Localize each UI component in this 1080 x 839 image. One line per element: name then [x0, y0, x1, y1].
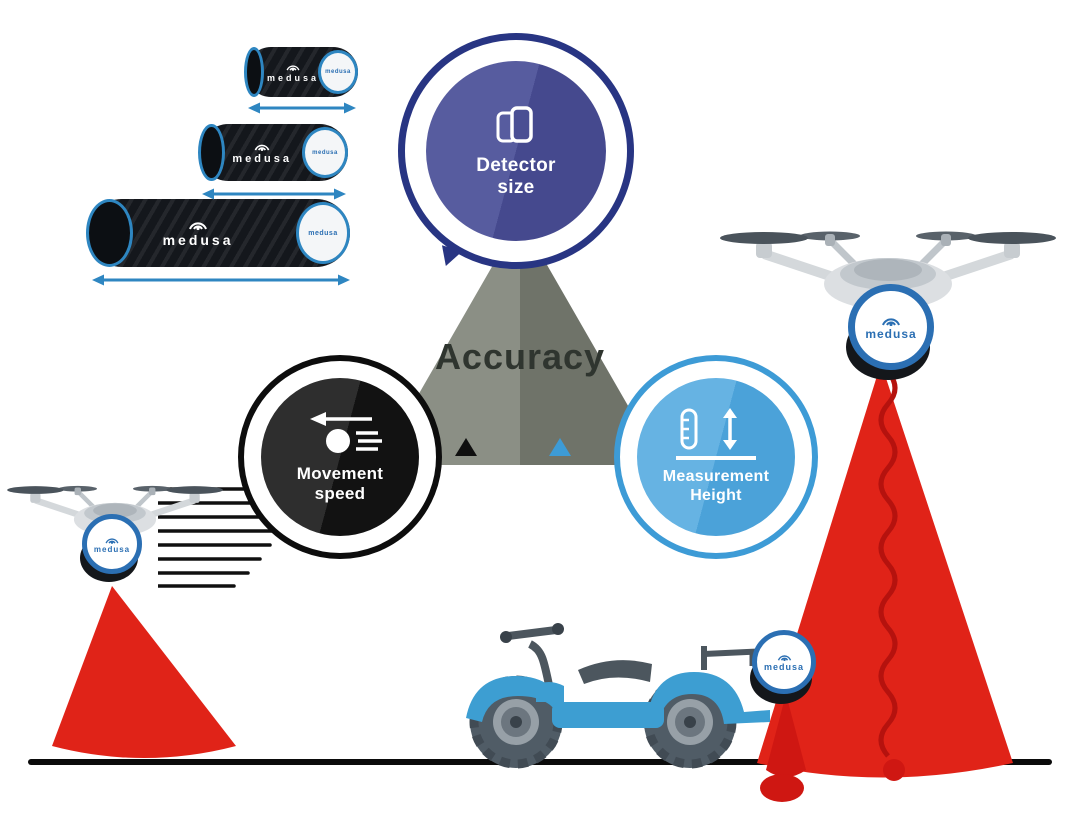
left-drone-beam-cone — [52, 586, 236, 758]
wifi-arcs-icon — [882, 317, 900, 326]
wifi-arcs-icon — [286, 64, 300, 71]
medusa-probe-quad: medusa — [750, 630, 816, 704]
wifi-arcs-icon — [777, 655, 791, 661]
detector-cylinder-large: medusa medusa — [86, 199, 350, 267]
probe-face: medusa — [848, 284, 934, 370]
node-label-line1: Detector — [476, 154, 556, 176]
accuracy-triangle — [383, 225, 657, 465]
node-label-line1: Measurement — [662, 468, 770, 486]
quad-probe-beam — [760, 694, 806, 802]
accuracy-label: Accuracy — [434, 336, 606, 377]
length-arrow-small — [248, 102, 356, 114]
cylinder-brand: medusa — [267, 62, 319, 83]
node-label-line1: Movement — [296, 463, 384, 483]
wifi-arcs-icon — [189, 222, 207, 230]
probe-brand-label: medusa — [763, 662, 804, 672]
ground-line — [28, 759, 1052, 765]
cylinder-cap — [86, 199, 134, 267]
node-movement-speed: Movement speed — [261, 378, 419, 536]
probe-face: medusa — [752, 630, 816, 694]
length-arrow-large — [92, 274, 350, 286]
cylinder-face: medusa — [302, 127, 348, 178]
cylinder-cap — [198, 124, 225, 181]
cylinder-cap — [244, 47, 265, 97]
wifi-arcs-icon — [254, 144, 270, 151]
measurement-height-icon — [676, 408, 756, 461]
node-measurement-height: Measurement Height — [637, 378, 795, 536]
length-arrow-medium — [202, 188, 346, 200]
quad-bike — [466, 623, 791, 769]
cylinder-brand: medusa — [163, 218, 234, 248]
plumb-cable — [878, 370, 905, 781]
node-detector-size: Detector size — [426, 61, 606, 241]
detector-size-icon — [496, 105, 533, 143]
detector-cylinder-medium: medusa medusa — [198, 124, 348, 181]
arrowhead-measurement-height — [549, 438, 571, 456]
node-label-line2: speed — [314, 484, 366, 503]
node-label-line2: size — [497, 177, 535, 198]
medusa-probe-drone-large: medusa — [846, 284, 934, 380]
cylinder-face: medusa — [318, 50, 358, 94]
probe-face: medusa — [82, 514, 142, 574]
movement-speed-icon — [310, 411, 382, 453]
detector-cylinder-small: medusa medusa — [244, 47, 358, 97]
arrowhead-movement-speed — [455, 438, 477, 456]
probe-brand-label: medusa — [865, 326, 917, 341]
right-drone-beam-cone — [757, 363, 1013, 778]
node-label-line2: Height — [690, 487, 742, 504]
cylinder-brand: medusa — [232, 141, 292, 165]
medusa-probe-drone-small: medusa — [80, 514, 142, 582]
cylinder-face: medusa — [296, 202, 350, 264]
probe-brand-label: medusa — [93, 544, 131, 554]
wifi-arcs-icon — [105, 537, 119, 544]
